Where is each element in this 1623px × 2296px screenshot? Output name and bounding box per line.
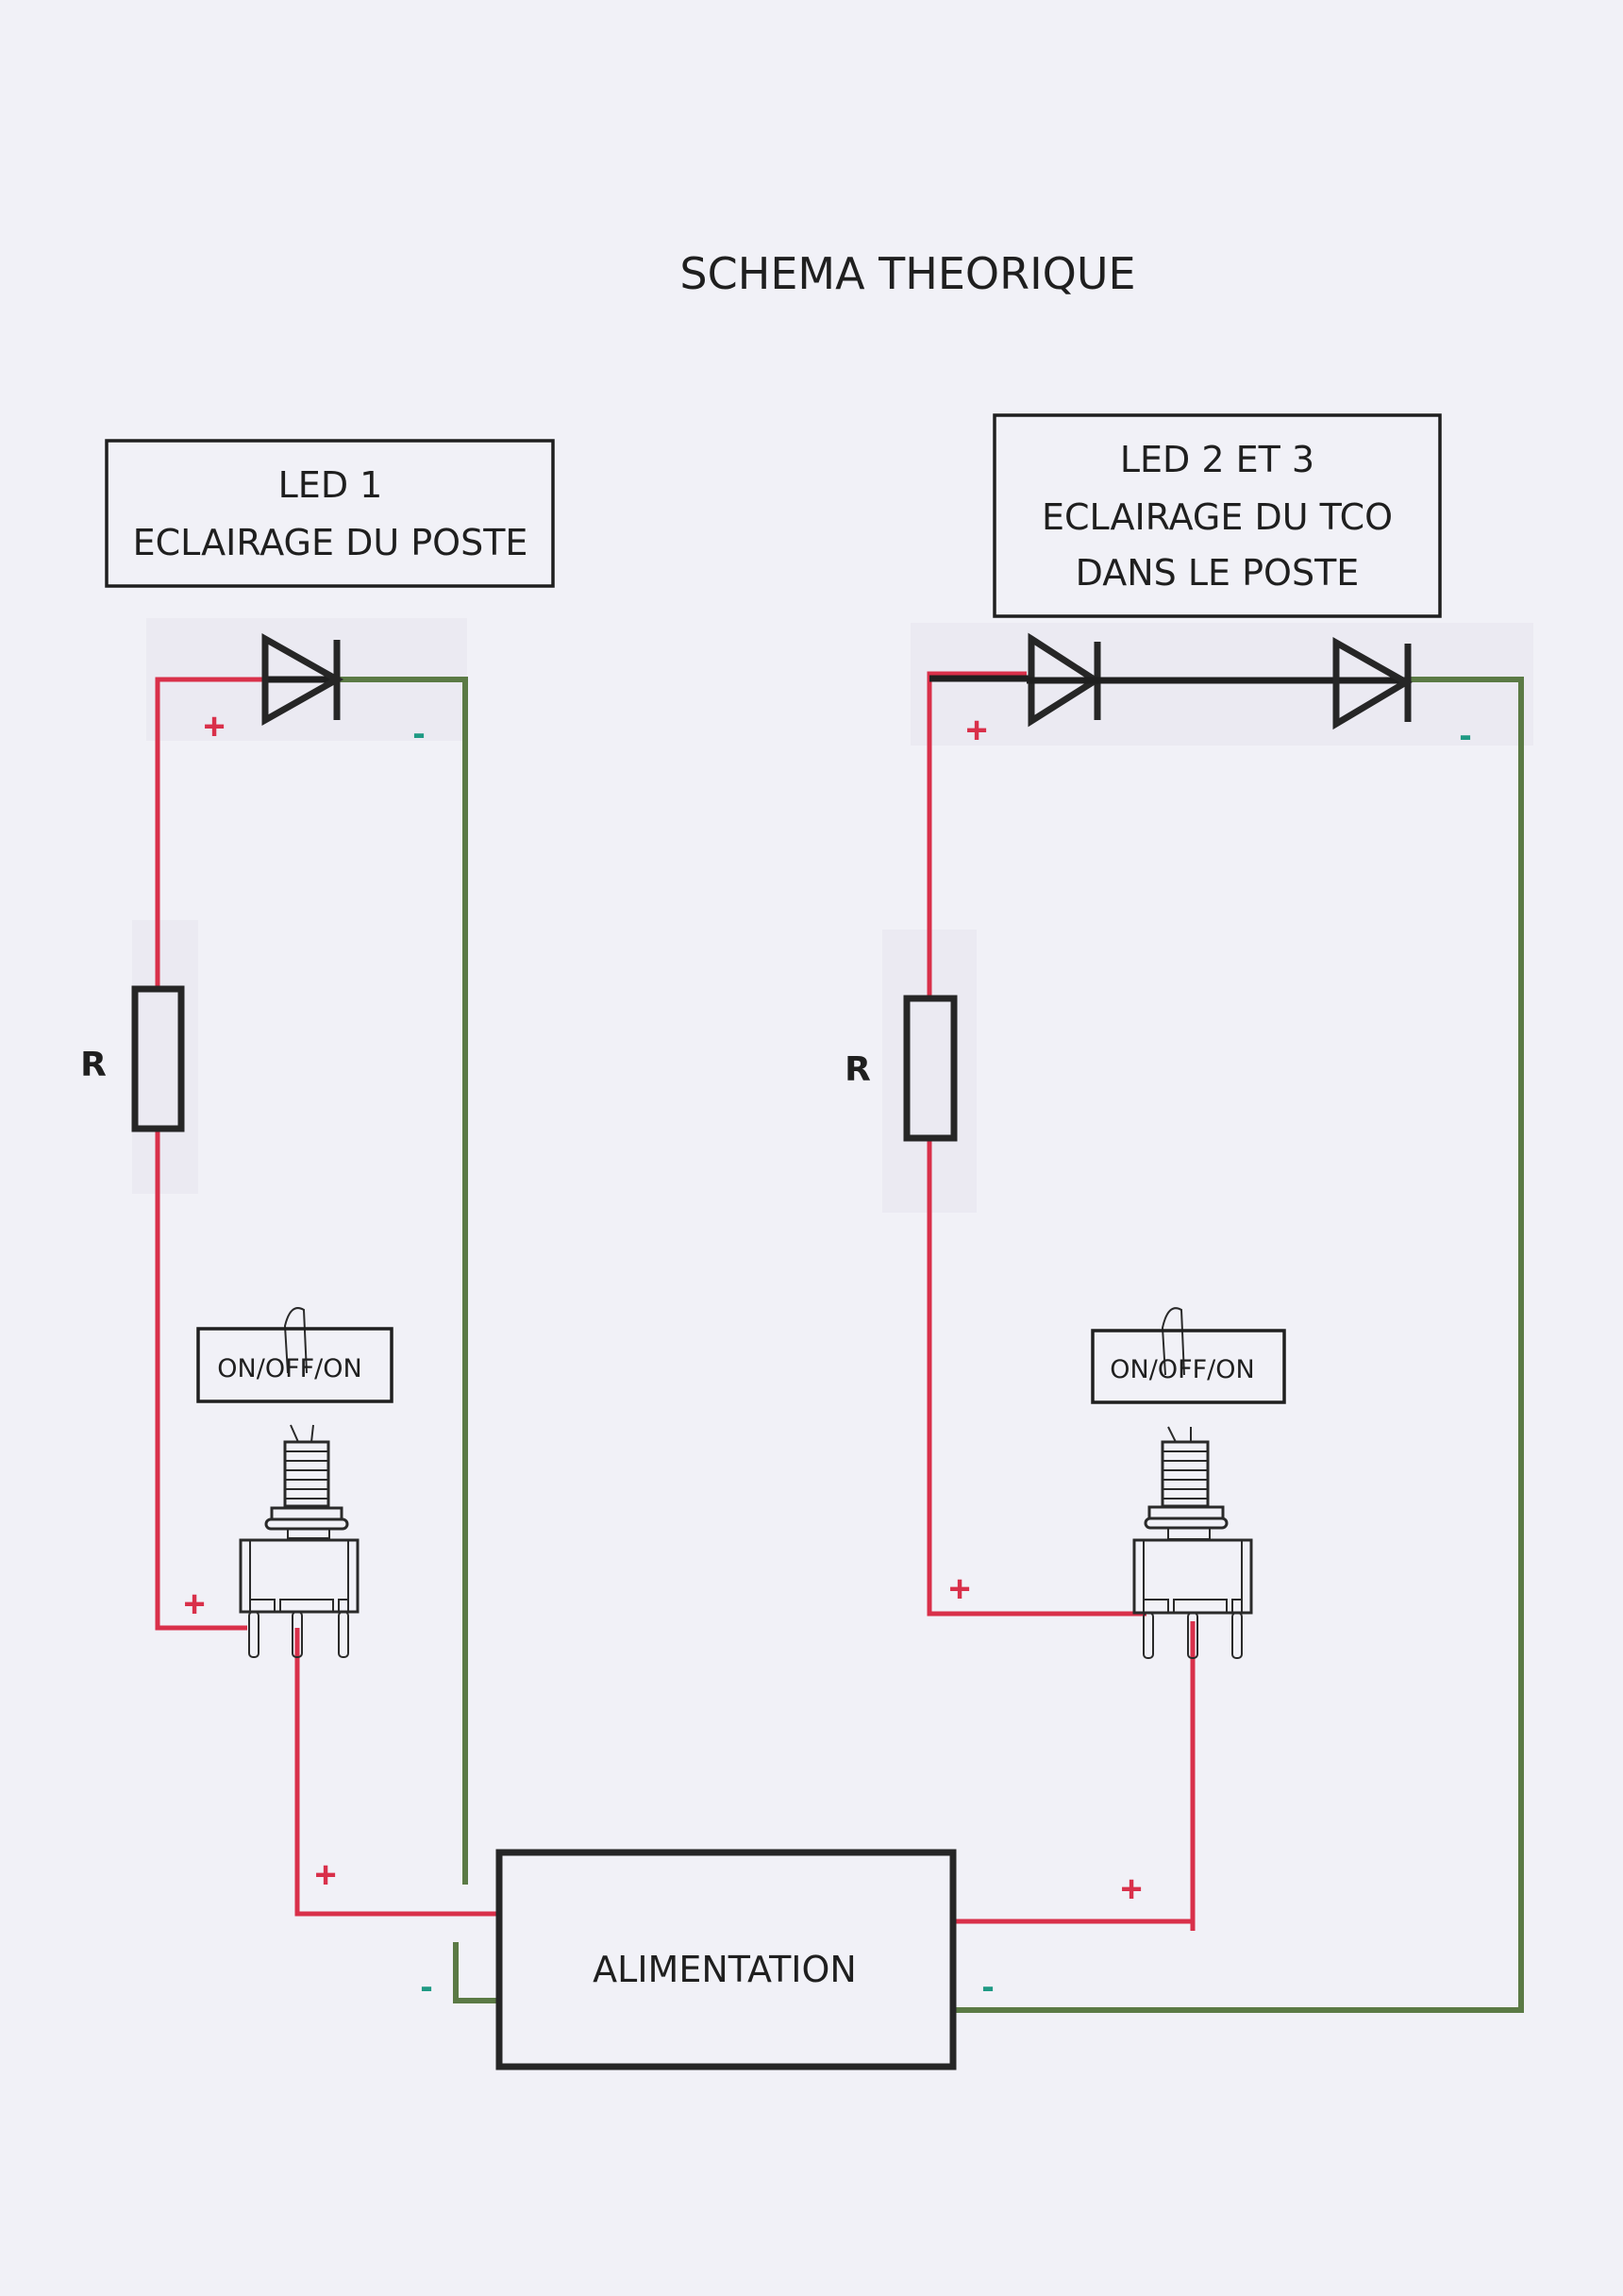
diagram-title: SCHEMA THEORIQUE: [679, 248, 1135, 299]
left-supply-plus-sign: +: [314, 1854, 336, 1896]
switch-left-label: ON/OFF/ON: [217, 1354, 361, 1383]
led23-subtitle-2: DANS LE POSTE: [1076, 552, 1360, 594]
switch-right-label-frame: [1091, 1329, 1286, 1404]
left-negative-wire: [340, 677, 468, 1885]
led1-diode-icon: [261, 632, 344, 727]
left-positive-wire-top: [155, 677, 265, 988]
left-supply-minus-sign: -: [420, 1966, 432, 2007]
switch-left-label-box: ON/OFF/ON: [196, 1327, 393, 1403]
led23-box-frame: [993, 413, 1442, 618]
right-positive-wire-bottom: [955, 1621, 1196, 1931]
right-supply-plus-sign: +: [1120, 1869, 1142, 1910]
toggle-switch-left-icon: [239, 1307, 360, 1658]
led3-diode-icon: [1332, 636, 1413, 730]
left-switch-plus-sign: +: [183, 1584, 205, 1625]
left-circuit: + - R + + -: [80, 632, 498, 2007]
led1-minus-sign: -: [412, 712, 425, 754]
led1-plus-sign: +: [203, 706, 225, 747]
switch-right-label-box: ON/OFF/ON: [1091, 1329, 1286, 1404]
right-supply-minus-sign: -: [981, 1966, 994, 2007]
left-positive-wire-bottom: [294, 1628, 498, 1917]
right-positive-wire-mid: [927, 1138, 1146, 1617]
switch-right-label: ON/OFF/ON: [1110, 1355, 1254, 1384]
power-supply-box: ALIMENTATION: [495, 1849, 957, 2070]
led1-subtitle: ECLAIRAGE DU POSTE: [133, 522, 528, 563]
led1-title: LED 1: [278, 464, 383, 506]
right-positive-wire-top: [927, 671, 1027, 998]
led1-box-frame: [105, 439, 555, 588]
switch-left-label-frame: [196, 1327, 393, 1403]
led1-label-box: LED 1 ECLAIRAGE DU POSTE: [105, 439, 555, 588]
right-circuit: + - R + + -: [845, 632, 1524, 2013]
power-supply-frame: [495, 1849, 957, 2070]
led23-shade: [911, 623, 1533, 746]
right-switch-plus-sign: +: [948, 1568, 970, 1610]
led23-subtitle: ECLAIRAGE DU TCO: [1042, 496, 1393, 538]
led23-plus-sign: +: [965, 710, 987, 751]
led23-label-box: LED 2 ET 3 ECLAIRAGE DU TCO DANS LE POST…: [993, 413, 1442, 618]
resistor-left-label: R: [80, 1046, 107, 1084]
resistor-right-label: R: [845, 1050, 871, 1089]
right-negative-wire: [955, 677, 1524, 2013]
left-negative-wire-supply: [453, 1942, 498, 2003]
resistor-left-icon: [131, 985, 185, 1132]
power-supply-label: ALIMENTATION: [593, 1949, 857, 1990]
led23-title: LED 2 ET 3: [1120, 439, 1314, 480]
resistor-left-shade: [132, 920, 198, 1194]
resistor-right-icon: [903, 995, 958, 1142]
left-positive-wire-mid: [155, 1130, 247, 1631]
led23-minus-sign: -: [1459, 714, 1471, 756]
toggle-switch-right-icon: [1132, 1307, 1253, 1659]
